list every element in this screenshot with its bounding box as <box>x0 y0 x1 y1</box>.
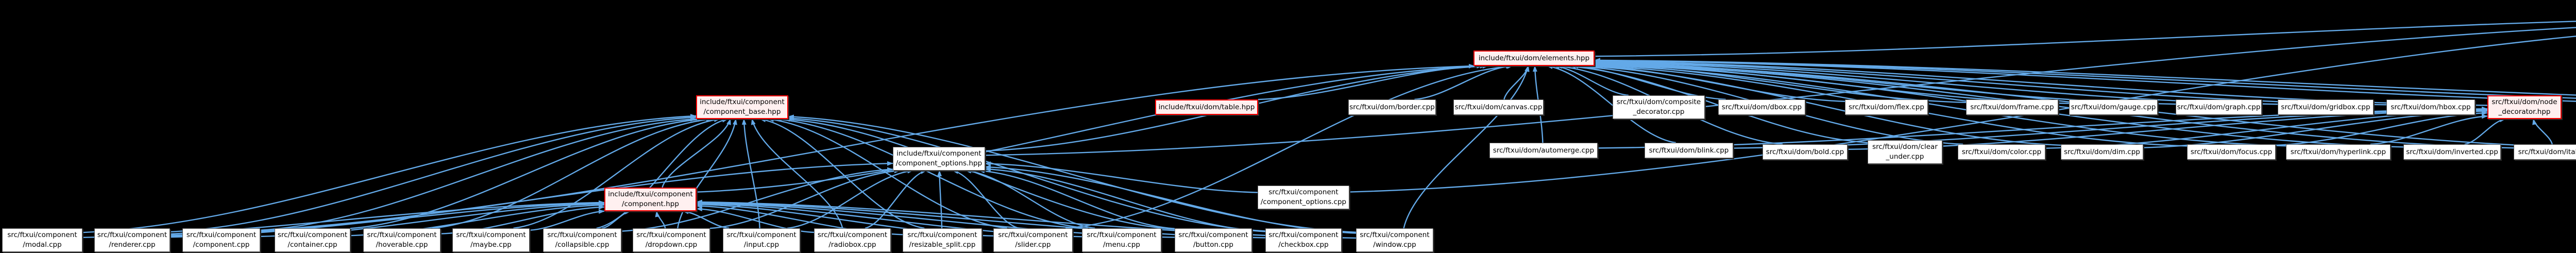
include-edge-button_cpp-to-component_base_hpp <box>784 117 1175 230</box>
include-edge-blink_cpp-to-node_decorator_hpp <box>1733 107 2488 149</box>
graph-node-inverted_cpp[interactable]: src/ftxui/dom/inverted.cpp <box>2403 144 2501 160</box>
graph-node-flex_cpp[interactable]: src/ftxui/dom/flex.cpp <box>1845 99 1928 115</box>
graph-node-radiobox_cpp[interactable]: src/ftxui/component /radiobox.cpp <box>814 228 891 252</box>
graph-node-component_options_hpp[interactable]: include/ftxui/component /component_optio… <box>893 147 985 171</box>
graph-node-dropdown_cpp[interactable]: src/ftxui/component /dropdown.cpp <box>633 228 710 252</box>
graph-node-graph_cpp[interactable]: src/ftxui/dom/graph.cpp <box>2176 99 2262 115</box>
include-edge-window_cpp-to-elements_hpp <box>1403 65 1529 229</box>
include-edge-dropdown_cpp-to-component_options_hpp <box>709 168 901 229</box>
include-edge-slider_cpp-to-elements_hpp <box>1065 64 1514 229</box>
graph-node-blink_cpp[interactable]: src/ftxui/dom/blink.cpp <box>1645 143 1733 158</box>
include-edge-dropdown_cpp-to-component_hpp <box>655 211 666 229</box>
graph-node-component_base_hpp[interactable]: include/ftxui/component /component_base.… <box>696 95 788 119</box>
graph-node-dbox_cpp[interactable]: src/ftxui/dom/dbox.cpp <box>1718 99 1805 115</box>
include-edge-italic_cpp-to-node_decorator_hpp <box>2532 119 2553 145</box>
graph-node-renderer_cpp[interactable]: src/ftxui/component /renderer.cpp <box>94 228 170 252</box>
include-edge-maybe_cpp-to-component_hpp <box>529 209 605 231</box>
graph-node-gridbox_cpp[interactable]: src/ftxui/dom/gridbox.cpp <box>2278 99 2374 115</box>
include-edge-menu_cpp-to-component_base_hpp <box>775 117 1088 229</box>
include-edge-canvas_cpp-to-elements_hpp <box>1503 65 1530 100</box>
include-edge-component_cpp-to-component_base_hpp <box>260 117 697 231</box>
include-edge-radiobox_cpp-to-component_options_hpp <box>865 170 927 229</box>
include-edge-collapsible_cpp-to-component_hpp <box>602 210 631 229</box>
graph-node-canvas_cpp[interactable]: src/ftxui/dom/canvas.cpp <box>1453 99 1544 115</box>
graph-node-table_hpp[interactable]: include/ftxui/dom/table.hpp <box>1155 99 1258 115</box>
graph-node-hyperlink_cpp[interactable]: src/ftxui/dom/hyperlink.cpp <box>2286 144 2391 160</box>
graph-node-input_cpp[interactable]: src/ftxui/component /input.cpp <box>723 228 800 252</box>
include-edge-dim_cpp-to-elements_hpp <box>1580 63 2061 146</box>
include-edge-maybe_cpp-to-component_base_hpp <box>513 117 721 229</box>
graph-node-window_cpp[interactable]: src/ftxui/component /window.cpp <box>1356 228 1433 252</box>
graph-node-maybe_cpp[interactable]: src/ftxui/component /maybe.cpp <box>452 228 530 252</box>
graph-node-gauge_cpp[interactable]: src/ftxui/dom/gauge.cpp <box>2069 99 2158 115</box>
include-edge-resizable_split_cpp-to-component_options_hpp <box>937 170 943 229</box>
include-edge-dropdown_cpp-to-component_base_hpp <box>677 119 737 229</box>
include-edge-hoverable_cpp-to-component_base_hpp <box>432 117 713 229</box>
include-edge-component_hpp-to-component_base_hpp <box>662 119 731 188</box>
graph-node-focus_cpp[interactable]: src/ftxui/dom/focus.cpp <box>2187 144 2276 160</box>
graph-node-slider_cpp[interactable]: src/ftxui/component /slider.cpp <box>993 228 1073 252</box>
include-edge-button_cpp-to-component_options_hpp <box>978 168 1175 229</box>
include-edge-menu_cpp-to-component_options_hpp <box>965 168 1095 229</box>
graph-node-elements_hpp[interactable]: include/ftxui/dom/elements.hpp <box>1473 50 1595 66</box>
include-edge-hbox_cpp-to-elements_hpp <box>1594 59 2387 106</box>
include-edge-component_hpp-to-elements_hpp <box>696 63 1486 193</box>
graph-node-color_cpp[interactable]: src/ftxui/dom/color.cpp <box>1958 144 2045 160</box>
graph-node-component_options_cpp[interactable]: src/ftxui/component /component_options.c… <box>1258 185 1349 209</box>
graph-node-component_hpp[interactable]: include/ftxui/component /component.hpp <box>604 188 697 211</box>
graph-node-checkbox_cpp[interactable]: src/ftxui/component /checkbox.cpp <box>1265 228 1342 252</box>
graph-node-hoverable_cpp[interactable]: src/ftxui/component /hoverable.cpp <box>363 228 440 252</box>
include-edge-window_cpp-to-component_hpp <box>696 199 1357 239</box>
include-edge-flexbox_cpp-to-elements_hpp <box>1594 58 2576 99</box>
graph-node-collapsible_cpp[interactable]: src/ftxui/component /collapsible.cpp <box>543 228 621 252</box>
include-edge-hyperlink_cpp-to-node_decorator_hpp <box>2370 114 2488 145</box>
include-edge-inverted_cpp-to-node_decorator_hpp <box>2464 117 2506 145</box>
include-edge-slider_cpp-to-component_options_hpp <box>952 169 1020 229</box>
graph-node-hbox_cpp[interactable]: src/ftxui/dom/hbox.cpp <box>2386 99 2475 115</box>
include-edge-modal_cpp-to-component_base_hpp <box>82 114 697 233</box>
graph-node-menu_cpp[interactable]: src/ftxui/component /menu.cpp <box>1082 228 1161 252</box>
graph-node-resizable_split_cpp[interactable]: src/ftxui/component /resizable_split.cpp <box>903 228 982 252</box>
graph-node-dim_cpp[interactable]: src/ftxui/dom/dim.cpp <box>2061 144 2143 160</box>
include-edge-resizable_split_cpp-to-component_base_hpp <box>759 117 925 229</box>
graph-node-button_cpp[interactable]: src/ftxui/component /button.cpp <box>1175 228 1252 252</box>
graph-node-bold_cpp[interactable]: src/ftxui/dom/bold.cpp <box>1762 144 1848 160</box>
include-edge-flexbox_helper_cpp-to-elements_hpp <box>1594 58 2576 96</box>
include-edge-collapsible_cpp-to-component_base_hpp <box>596 117 728 229</box>
graph-node-border_cpp[interactable]: src/ftxui/dom/border.cpp <box>1348 99 1436 115</box>
graph-node-modal_cpp[interactable]: src/ftxui/component /modal.cpp <box>2 228 82 252</box>
include-edge-renderer_cpp-to-component_base_hpp <box>170 115 697 233</box>
graph-node-italic_cpp[interactable]: src/ftxui/dom/italic.cpp <box>2514 144 2576 160</box>
include-edge-input_cpp-to-component_hpp <box>682 209 730 229</box>
include-edge-clear_under_cpp-to-elements_hpp <box>1564 64 1868 143</box>
graph-node-automerge_cpp[interactable]: src/ftxui/dom/automerge.cpp <box>1489 143 1598 158</box>
graph-node-frame_cpp[interactable]: src/ftxui/dom/frame.cpp <box>1966 99 2058 115</box>
graph-node-container_cpp[interactable]: src/ftxui/component /container.cpp <box>275 228 350 252</box>
include-edge-window_cpp-to-component_options_hpp <box>985 164 1357 234</box>
graph-node-composite_decorator_cpp[interactable]: src/ftxui/dom/composite _decorator.cpp <box>1613 95 1705 119</box>
graph-node-component_cpp[interactable]: src/ftxui/component /component.cpp <box>182 228 260 252</box>
include-edge-composite_decorator_cpp-to-elements_hpp <box>1553 64 1629 96</box>
include-edge-elements_hpp-to-flexbox_config_hpp <box>1594 21 2576 57</box>
include-edge-component_options_cpp-to-component_options_hpp <box>985 161 1258 193</box>
include-edge-focus_cpp-to-node_decorator_hpp <box>2275 110 2488 146</box>
include-edge-checkbox_cpp-to-component_options_hpp <box>985 167 1266 232</box>
include-edge-container_cpp-to-component_base_hpp <box>350 117 705 229</box>
include-edge-collapsible_cpp-to-component_options_hpp <box>621 167 893 232</box>
include-edge-input_cpp-to-component_options_hpp <box>787 168 914 229</box>
graph-node-clear_under_cpp[interactable]: src/ftxui/dom/clear _under.cpp <box>1868 140 1942 164</box>
graph-node-node_decorator_hpp[interactable]: src/ftxui/dom/node _decorator.hpp <box>2487 95 2562 119</box>
include-edge-input_cpp-to-component_base_hpp <box>741 119 760 229</box>
include-edge-paragraph_cpp-to-elements_hpp <box>1594 58 2576 102</box>
include-edge-blink_cpp-to-elements_hpp <box>1546 64 1676 144</box>
include-edge-slider_cpp-to-component_base_hpp <box>767 117 1007 229</box>
